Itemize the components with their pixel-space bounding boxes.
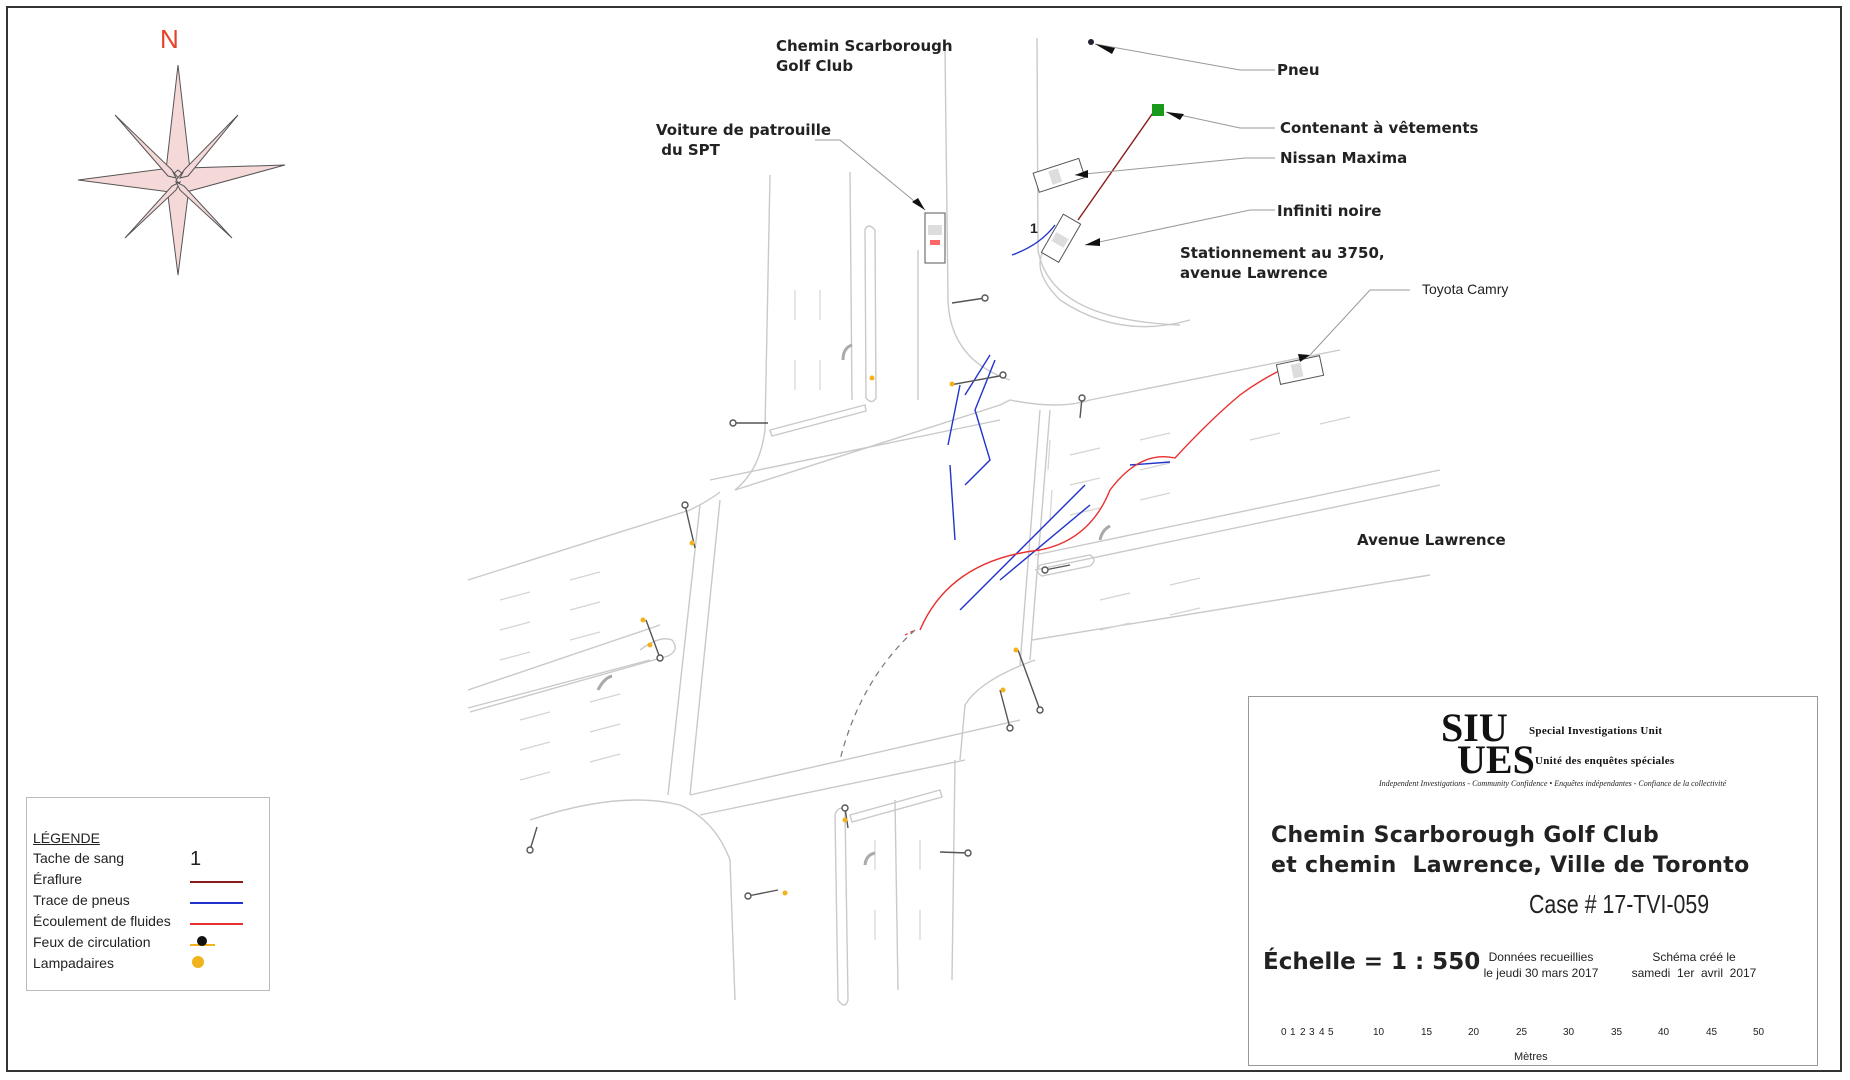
logo-ues: UES (1457, 737, 1535, 782)
label-avenue: Avenue Lawrence (1357, 531, 1506, 549)
fluid-dash (904, 629, 916, 636)
legend-item-tire-mark: Trace de pneus (33, 892, 130, 908)
label-tire: Pneu (1277, 61, 1320, 79)
patrol-car (924, 212, 946, 264)
legend-item-scrape: Éraflure (33, 871, 83, 887)
tick-1: 1 (1290, 1027, 1296, 1038)
scale-unit: Mètres (1514, 1051, 1548, 1063)
diagram-title: Chemin Scarborough Golf Club et chemin L… (1271, 823, 1750, 878)
tick-15: 15 (1421, 1027, 1433, 1038)
label-camry: Toyota Camry (1422, 281, 1509, 297)
label-patrol-car: Voiture de patrouille du SPT (656, 121, 832, 159)
dashed-turn-path (839, 629, 916, 761)
tick-40: 40 (1658, 1027, 1670, 1038)
logo-ues-text: Unité des enquêtes spéciales (1535, 755, 1675, 767)
label-infiniti: Infiniti noire (1277, 202, 1382, 220)
infiniti-car (1040, 213, 1082, 264)
nissan-maxima (1032, 157, 1086, 193)
legend-panel: LÉGENDE Tache de sang 1 Éraflure Trace d… (26, 797, 270, 991)
logo-motto: Independent Investigations - Community C… (1379, 779, 1727, 788)
legend-item-lamp: Lampadaires (33, 955, 114, 971)
label-road-north: Chemin Scarborough Golf Club (776, 37, 953, 75)
tick-3: 3 (1309, 1027, 1315, 1038)
tire-marks (947, 224, 1171, 611)
logo-siu: SIU (1441, 705, 1508, 750)
tick-5: 5 (1328, 1027, 1334, 1038)
tire-marker (1088, 39, 1094, 45)
street-lamps (640, 375, 1019, 896)
legend-item-fluid: Écoulement de fluides (33, 913, 171, 929)
tick-35: 35 (1611, 1027, 1623, 1038)
logo-siu-text: Special Investigations Unit (1529, 725, 1663, 737)
scrape-line (1077, 109, 1156, 221)
lane-markings (499, 290, 1351, 940)
tick-50: 50 (1753, 1027, 1765, 1038)
legend-title: LÉGENDE (33, 830, 100, 846)
north-label: N (160, 24, 179, 54)
diagram-created: Schéma créé le samedi 1er avril 2017 (1631, 950, 1757, 980)
scale-ratio: Échelle = 1 : 550 (1263, 949, 1481, 975)
tick-0: 0 (1281, 1027, 1287, 1038)
toyota-camry (1275, 355, 1325, 385)
tick-30: 30 (1563, 1027, 1575, 1038)
legend-symbols (190, 881, 243, 968)
legend-item-blood: Tache de sang (33, 850, 125, 866)
leader-lines (815, 43, 1410, 356)
tick-10: 10 (1373, 1027, 1385, 1038)
tick-4: 4 (1319, 1027, 1325, 1038)
tick-45: 45 (1706, 1027, 1718, 1038)
fluid-trail (919, 367, 1286, 631)
label-nissan: Nissan Maxima (1280, 149, 1408, 167)
traffic-signals (526, 294, 1086, 900)
clothing-container (1152, 104, 1164, 116)
tick-25: 25 (1516, 1027, 1528, 1038)
legend-item-traffic-light: Feux de circulation (33, 934, 151, 950)
case-number: Case # 17-TVI-059 (1529, 889, 1710, 919)
legend-blood-symbol: 1 (190, 848, 202, 870)
drawing-frame (6, 6, 1842, 1072)
direction-arrows (596, 343, 1111, 866)
blood-marker-1: 1 (1030, 220, 1038, 236)
label-container: Contenant à vêtements (1280, 119, 1479, 137)
tick-20: 20 (1468, 1027, 1480, 1038)
compass-rose (77, 64, 286, 276)
data-collected: Données recueillies le jeudi 30 mars 201… (1483, 950, 1599, 980)
title-block: SIU Special Investigations Unit UES Unit… (1248, 696, 1818, 1066)
label-parking: Stationnement au 3750, avenue Lawrence (1180, 244, 1385, 282)
tick-2: 2 (1300, 1027, 1306, 1038)
leader-arrows (912, 44, 1310, 362)
